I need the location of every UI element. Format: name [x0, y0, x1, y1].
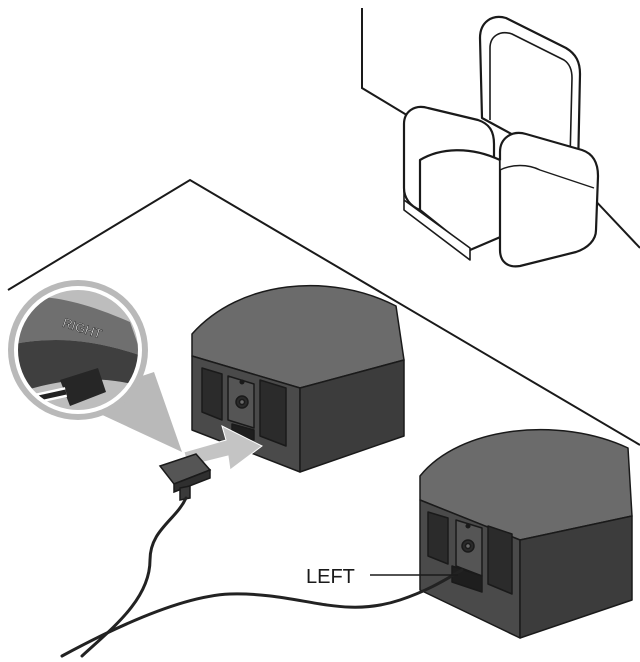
speaker-right — [191, 284, 405, 473]
armchair-icon — [402, 15, 600, 268]
speaker-cables — [60, 496, 464, 658]
magnifier-callout-icon — [8, 280, 182, 452]
connector-plug-icon — [158, 453, 212, 501]
speaker-left — [419, 428, 633, 639]
left-label: LEFT — [306, 566, 355, 588]
room-outline — [7, 8, 640, 446]
